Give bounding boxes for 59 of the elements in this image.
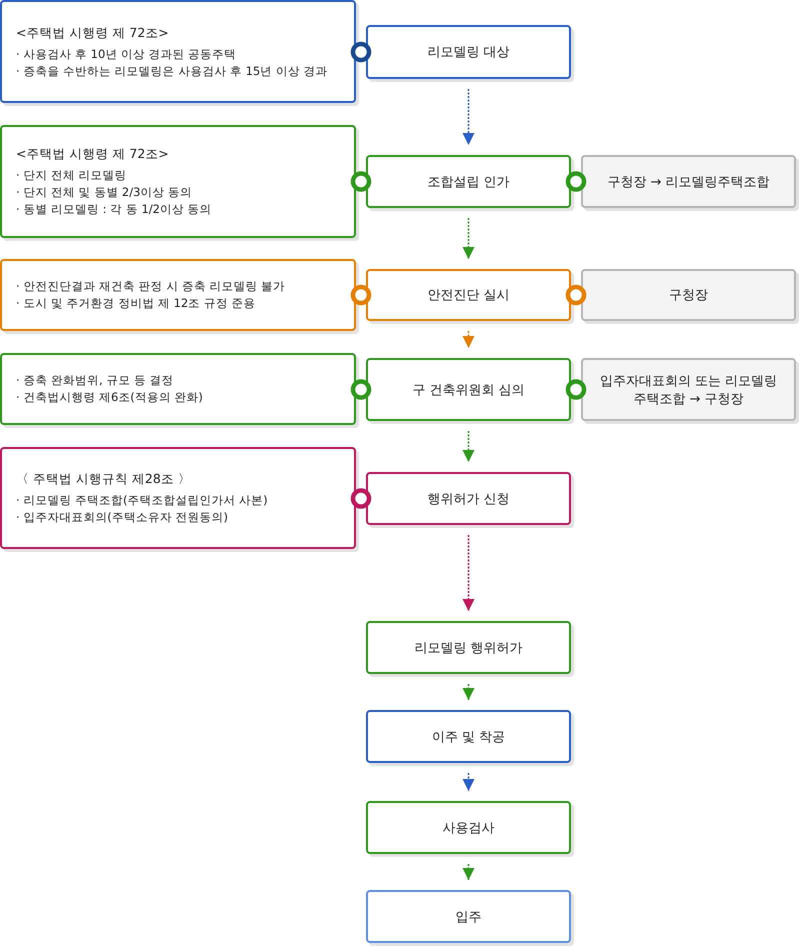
arrow — [462, 864, 474, 880]
process-box — [366, 801, 571, 854]
bullet-text: · 동별 리모델링 : 각 동 1/2이상 동의 — [16, 201, 213, 218]
note-heading: <주택법 시행령 제 72조> — [16, 24, 170, 40]
box-label: 구청장 — [669, 287, 708, 304]
box-label: 리모델링 대상 — [427, 44, 510, 61]
bullet-text: · 증축 완화범위, 규모 등 결정 — [16, 372, 175, 389]
bullet-text: · 단지 전체 및 동별 2/3이상 동의 — [16, 184, 194, 201]
box-label: 이주 및 착공 — [432, 728, 506, 746]
process-box — [366, 890, 571, 943]
box-label: 입주자대표회의 또는 리모델링 주택조합 → 구청장 — [598, 372, 778, 408]
arrow — [462, 431, 474, 462]
ring-connector — [350, 488, 372, 509]
box-label: 행위허가 신청 — [427, 490, 510, 508]
ring-connector — [350, 284, 372, 306]
box-label: 안전진단 실시 — [427, 287, 510, 304]
arrow — [462, 684, 474, 700]
bullet-text: · 증축을 수반하는 리모델링은 사용검사 후 15년 이상 경과 — [16, 62, 329, 80]
arrow — [462, 535, 474, 611]
note-box — [0, 447, 356, 549]
note-box — [0, 353, 356, 425]
process-box — [366, 358, 571, 421]
ring-connector — [566, 171, 586, 192]
ring-connector — [350, 42, 372, 62]
note-box — [0, 125, 356, 238]
box-label: 구 건축위원회 심의 — [412, 382, 525, 398]
arrow — [462, 331, 474, 348]
note-box — [0, 259, 356, 331]
process-box — [366, 472, 571, 525]
box-label: 구청장 → 리모델링주택조합 — [607, 174, 770, 190]
actor-box — [581, 155, 796, 208]
note-heading: 〈 주택법 시행규칙 제28조 〉 — [16, 470, 192, 487]
bullet-text: · 건축법시행령 제6조(적용의 완화) — [16, 389, 204, 406]
bullet-text: · 단지 전체 리모델링 — [16, 167, 128, 184]
note-box — [0, 0, 356, 103]
ring-connector — [350, 171, 372, 192]
ring-connector — [350, 379, 372, 400]
arrow — [462, 89, 474, 145]
box-label: 사용검사 — [442, 820, 494, 836]
process-box — [366, 710, 571, 763]
process-box — [366, 155, 571, 208]
bullet-text: · 사용검사 후 10년 이상 경과된 공동주택 — [16, 46, 238, 62]
box-label: 조합설립 인가 — [427, 174, 510, 190]
note-heading: <주택법 시행령 제 72조> — [16, 145, 170, 162]
bullet-text: · 도시 및 주거환경 정비법 제 12조 규정 준용 — [16, 295, 257, 312]
arrow — [462, 218, 474, 259]
process-box — [366, 25, 571, 79]
bullet-text: · 리모델링 주택조합(주택조합설립인가서 사본) — [16, 492, 269, 509]
box-label: 리모델링 행위허가 — [414, 640, 523, 656]
actor-box — [581, 269, 796, 321]
process-box — [366, 621, 571, 674]
actor-box — [581, 358, 796, 421]
ring-connector — [566, 379, 586, 400]
process-box — [366, 269, 571, 321]
bullet-text: · 입주자대표회의(주택소유자 전원동의) — [16, 509, 229, 526]
bullet-text: · 안전진단결과 재건축 판정 시 증축 리모델링 불가 — [16, 278, 286, 295]
ring-connector — [566, 284, 586, 306]
box-label: 입주 — [456, 908, 482, 926]
arrow — [462, 773, 474, 791]
